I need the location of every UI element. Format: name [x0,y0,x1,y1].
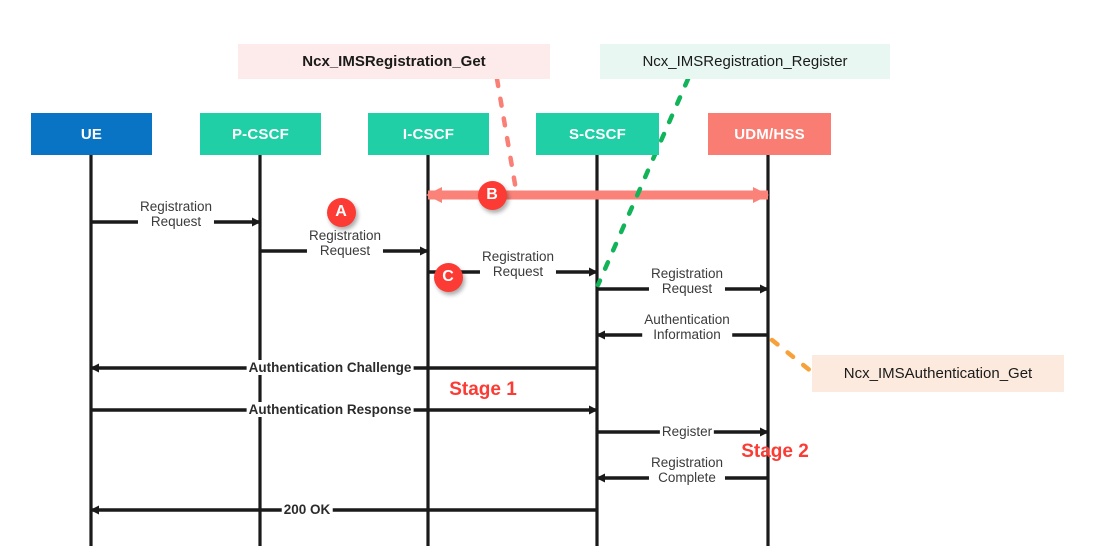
message-label-line1: Authentication [644,312,730,327]
lifeline-box-ue: UE [31,113,152,155]
message-label-m6: Authentication Challenge [246,360,414,375]
message-label-line2: Request [492,264,544,279]
callout-text: Ncx_IMSRegistration_Register [642,53,848,70]
callout-register: Ncx_IMSRegistration_Register [600,44,890,79]
message-label-line2: Complete [658,470,716,485]
connector-auth [769,337,815,375]
message-label-line2: Request [319,243,371,258]
lifeline-label: UDM/HSS [734,125,805,143]
badge-c[interactable]: C [433,262,463,292]
message-label-m10: 200 OK [281,502,333,517]
lifeline-box-scscf: S-CSCF [536,113,659,155]
callout-auth: Ncx_IMSAuthentication_Get [812,355,1064,392]
callout-get: Ncx_IMSRegistration_Get [238,44,550,79]
message-label-line1: Registration [650,455,724,470]
connector-get [494,76,519,193]
message-label-m7: Authentication Response [246,402,414,417]
message-label-line2: Request [661,281,713,296]
message-label-line1: Registration [139,199,213,214]
badge-a[interactable]: A [326,197,356,227]
lifeline-label: P-CSCF [231,125,290,143]
connector-register [595,76,691,288]
message-label-line1: 200 OK [283,502,331,517]
message-label-line1: Registration [481,249,555,264]
message-label-m8: Register [659,424,715,439]
stage-2: Stage 2 [741,441,809,462]
lifeline-box-pcscf: P-CSCF [200,113,321,155]
callout-text: Ncx_IMSRegistration_Get [302,53,486,70]
lifeline-label: S-CSCF [568,125,627,143]
callout-text: Ncx_IMSAuthentication_Get [843,365,1033,382]
message-label-line1: Authentication Response [248,402,412,417]
lifeline-box-icscf: I-CSCF [368,113,489,155]
callout-connectors-group [494,76,815,375]
message-label-line2: Information [653,327,721,342]
message-label-line2: Request [150,214,202,229]
badge-b[interactable]: B [477,180,507,210]
message-label-line1: Register [661,424,713,439]
lifeline-label: UE [80,125,103,143]
lifeline-label: I-CSCF [402,125,455,143]
lifeline-box-udm: UDM/HSS [708,113,831,155]
message-label-line1: Registration [308,228,382,243]
message-label-line1: Registration [650,266,724,281]
message-label-line1: Authentication Challenge [248,360,412,375]
stage-1: Stage 1 [449,379,517,400]
